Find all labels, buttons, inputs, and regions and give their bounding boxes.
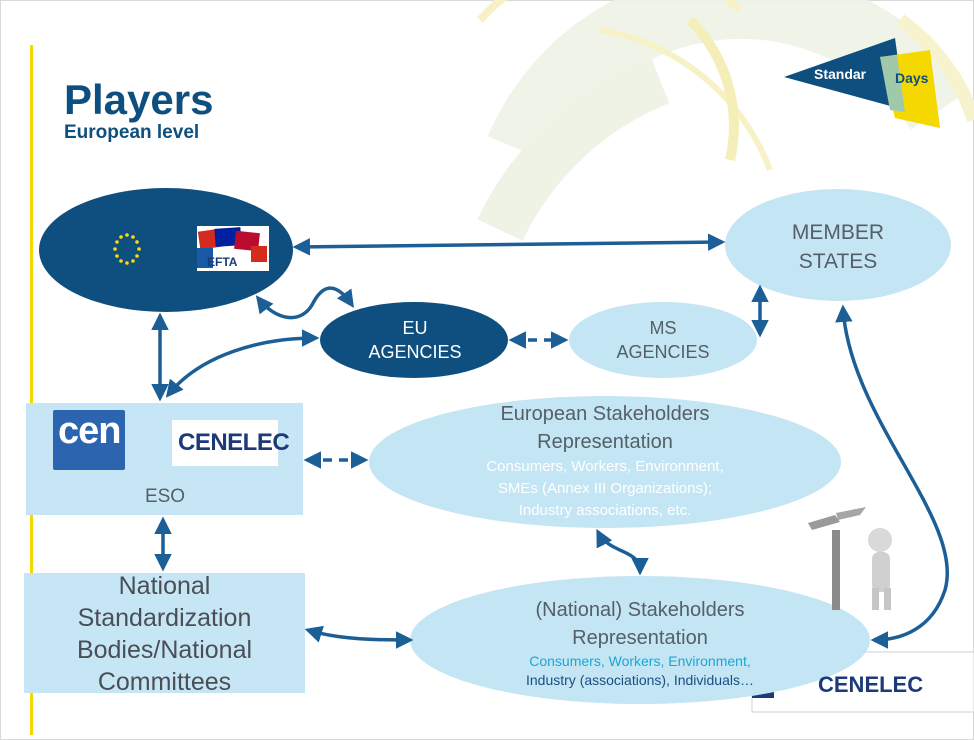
eu-agencies-line2: AGENCIES — [368, 342, 462, 362]
cenelec-logo-icon — [172, 420, 278, 466]
national-bodies-label: National Standardization Bodies/National… — [24, 570, 305, 698]
member-states-ellipse — [725, 189, 951, 301]
national-stakeholders-line2: Representation — [572, 627, 708, 649]
eu-agencies-line1: EU — [402, 318, 428, 338]
national-bodies-box — [24, 573, 305, 693]
national-stakeholders-line1: (National) Stakeholders — [535, 599, 745, 621]
accent-line — [30, 45, 33, 735]
european-stakeholders-label: European Stakeholders Representation Con… — [420, 400, 790, 522]
eu-efta-ellipse — [39, 188, 293, 312]
cenelec-logo-text: CENELEC — [178, 429, 290, 456]
ms-agencies-label: MS AGENCIES — [578, 316, 748, 364]
european-stakeholders-line1: European Stakeholders — [500, 403, 710, 425]
eu-agencies-label: EU AGENCIES — [330, 316, 500, 364]
ms-agencies-line2: AGENCIES — [616, 342, 710, 362]
european-stakeholders-line2: Representation — [537, 431, 673, 453]
cen-logo-icon — [53, 410, 125, 470]
member-states-label: MEMBER STATES — [740, 218, 936, 276]
national-stakeholders-detail1: Consumers, Workers, Environment, — [529, 653, 751, 669]
bottom-cenelec-text: CENELEC — [818, 672, 924, 697]
ms-agencies-ellipse — [569, 302, 757, 378]
cen-logo-text: cen — [58, 410, 121, 452]
member-states-line2: STATES — [798, 250, 878, 273]
national-bodies-line2: Standardization — [77, 604, 252, 632]
national-stakeholders-ellipse — [410, 576, 870, 704]
slide-subtitle: European level — [64, 122, 200, 143]
signpost-figure — [808, 507, 892, 610]
european-stakeholders-detail1: Consumers, Workers, Environment, — [486, 458, 724, 475]
efta-label: EFTA — [207, 255, 238, 269]
slide-title: Players — [64, 76, 214, 123]
european-stakeholders-ellipse — [369, 396, 841, 528]
standardays-logo — [784, 38, 940, 128]
eu-agencies-ellipse — [320, 302, 508, 378]
logo-word-b: Days — [895, 70, 929, 86]
national-stakeholders-label: (National) Stakeholders Representation C… — [460, 596, 820, 690]
national-bodies-line4: Committees — [97, 668, 232, 696]
ms-agencies-line1: MS — [649, 318, 677, 338]
european-stakeholders-detail3: Industry associations, etc. — [518, 502, 692, 519]
eu-flag-icon — [91, 226, 163, 273]
arrows — [151, 233, 949, 649]
eso-label: ESO — [144, 486, 186, 507]
national-stakeholders-detail2: Industry (associations), Individuals… — [526, 672, 754, 688]
eu-stars — [113, 233, 141, 265]
efta-flags-icon — [197, 226, 269, 271]
national-bodies-line3: Bodies/National — [76, 636, 253, 664]
european-stakeholders-detail2: SMEs (Annex III Organizations); — [497, 480, 713, 497]
national-bodies-line1: National — [118, 572, 211, 600]
logo-word-a: Standar — [814, 66, 867, 82]
dashed-arrows — [303, 331, 569, 469]
member-states-line1: MEMBER — [791, 221, 885, 244]
